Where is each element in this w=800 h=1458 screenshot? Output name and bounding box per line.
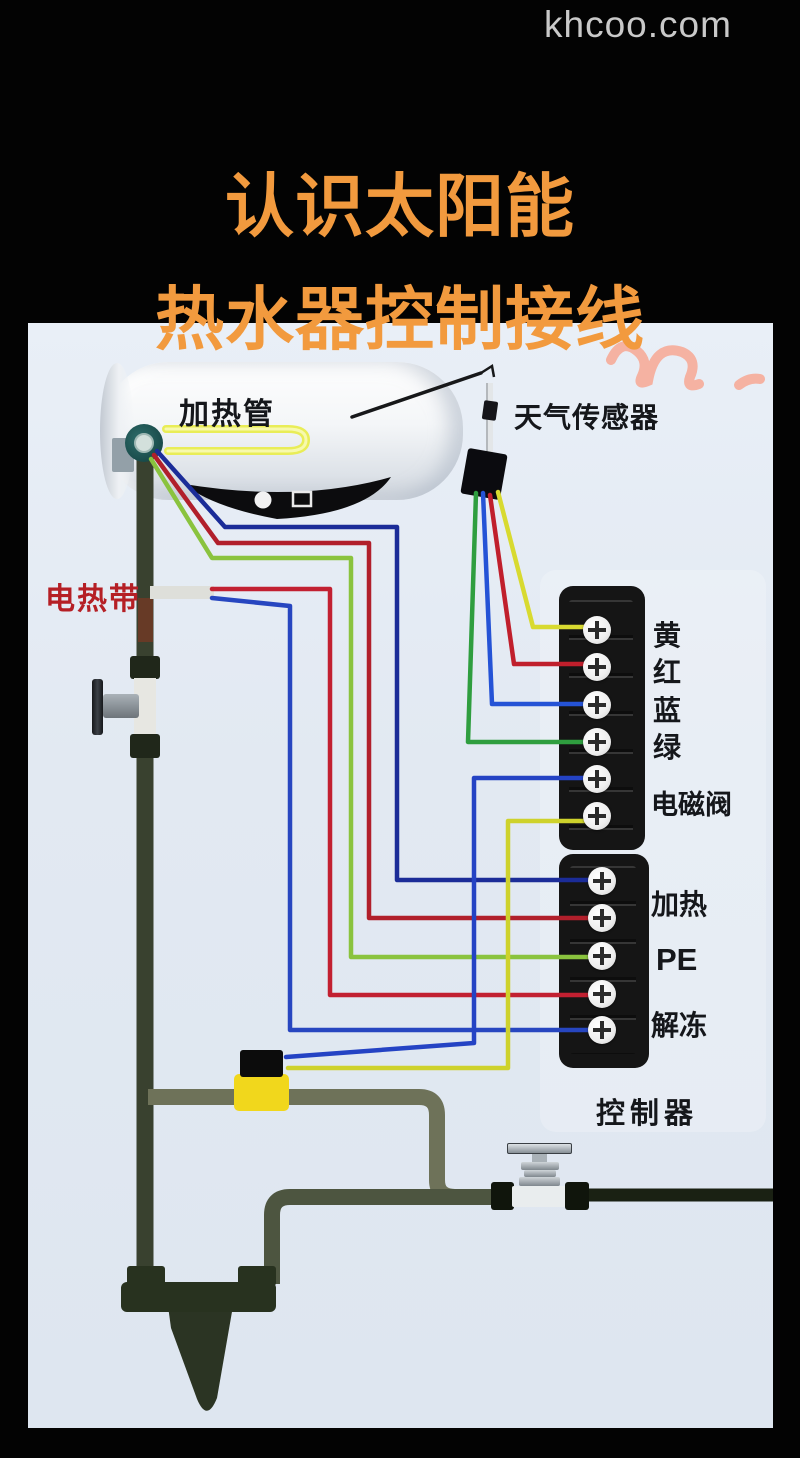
tap-ridge [521,1162,559,1170]
pipe-coupler-lower [130,734,160,758]
outlet-coupling-right [565,1182,589,1210]
tap-handle-bar [507,1143,572,1154]
label-terminal-red: 红 [653,657,682,688]
manual-valve-body [103,694,139,718]
manual-valve-handle [92,679,103,735]
terminal-screw-pe [588,942,616,970]
tank-fitting-inner [134,433,154,453]
terminal-screw-solenoid-2 [583,802,611,830]
terminal-screw-red [583,653,611,681]
label-terminal-heating: 加热 [651,889,708,920]
terminal-screw-yellow [583,616,611,644]
watermark: khcoo.com [544,4,732,45]
outlet-coupling-left [491,1182,514,1210]
label-terminal-yellow: 黄 [653,620,682,651]
tee-header [121,1282,276,1312]
tap-ridge [519,1177,560,1186]
label-terminal-green: 绿 [653,732,682,763]
label-terminal-blue: 蓝 [653,695,682,726]
tee-flange-right [238,1266,276,1286]
page-title-line1: 认识太阳能 [225,168,575,245]
terminal-screw-solenoid-1 [583,765,611,793]
terminal-screw-heating-1 [588,867,616,895]
sensor-tube-clamp [481,400,499,421]
label-controller: 控制器 [596,1098,699,1130]
terminal-screw-defrost-1 [588,980,616,1008]
solenoid-valve-body [234,1074,289,1111]
terminal-screw-defrost-2 [588,1016,616,1044]
tee-flange-left [127,1266,165,1286]
outlet-valve-body [512,1186,567,1207]
tap-ridge [524,1170,556,1177]
page-title-line2: 热水器控制接线 [155,281,645,358]
solenoid-valve-connector [240,1050,283,1077]
terminal-screw-heating-2 [588,904,616,932]
heat-band-lead [150,586,214,599]
label-weather-sensor: 天气传感器 [514,402,660,433]
label-heat-band: 电热带 [45,583,141,616]
pipe-coupler-upper [130,656,160,679]
label-terminal-defrost: 解冻 [651,1010,708,1041]
label-terminal-solenoid: 电磁阀 [651,790,732,820]
terminal-screw-blue [583,691,611,719]
terminal-screw-green [583,728,611,756]
tap-stem [532,1154,547,1163]
weather-sensor-box [460,447,508,501]
label-terminal-pe: PE [656,942,698,977]
label-heating-tube: 加热管 [179,398,275,431]
